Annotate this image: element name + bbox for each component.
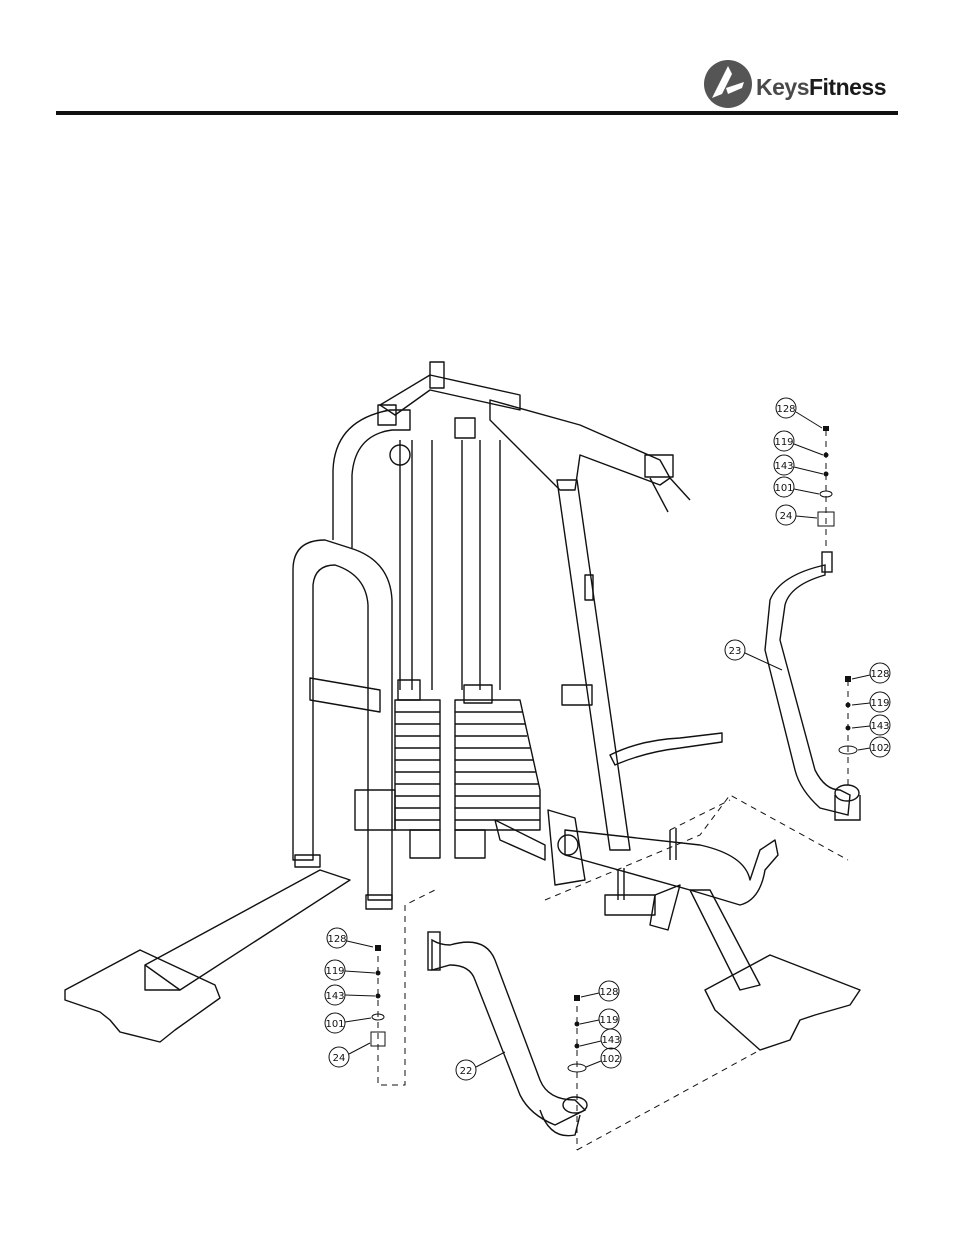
callout-left-119: 119 [325,960,375,980]
callout-left-143b: 143 [580,1029,621,1049]
seat-frame [495,820,545,860]
svg-text:22: 22 [460,1066,473,1077]
press-arm-23 [765,552,860,820]
svg-text:102: 102 [870,743,889,754]
brand-name: KeysFitness [756,74,886,101]
svg-text:102: 102 [601,1054,620,1065]
callout-left-143: 143 [325,985,375,1005]
pec-bar [610,733,722,765]
svg-text:143: 143 [870,721,889,732]
top-crossbar [380,375,520,415]
left-upright-frame [293,540,392,900]
callout-right-23: 23 [725,640,782,670]
callout-right-128b: 128 [852,663,890,683]
rear-arch-frame [333,410,410,548]
rear-leg [690,890,760,990]
brand-name-keys: Keys [756,74,809,100]
svg-text:101: 101 [325,1019,344,1030]
front-base-beam [145,870,350,990]
page-header: KeysFitness [0,0,954,130]
left-footplate [65,950,220,1042]
press-arm-22 [428,932,587,1136]
svg-text:143: 143 [325,991,344,1002]
callout-right-143b: 143 [852,715,890,735]
left-weight-stack [395,680,440,830]
header-rule [56,111,898,115]
callout-left-119b: 119 [580,1009,619,1029]
right-footplate [705,955,860,1050]
svg-text:128: 128 [327,934,346,945]
callout-left-22: 22 [456,1052,505,1080]
press-arm-top [490,400,670,490]
svg-text:23: 23 [729,646,742,657]
svg-text:24: 24 [780,511,793,522]
callout-left-128: 128 [327,928,373,948]
brand-logo: KeysFitness [702,58,902,114]
svg-text:143: 143 [601,1035,620,1046]
callout-left-101: 101 [325,1013,371,1033]
svg-text:119: 119 [870,698,889,709]
svg-text:24: 24 [333,1053,346,1064]
svg-text:128: 128 [870,669,889,680]
callout-right-24: 24 [776,505,817,525]
callout-right-128: 128 [776,398,822,428]
svg-text:128: 128 [776,404,795,415]
right-weight-stack [455,685,540,830]
callout-left-24: 24 [329,1043,370,1067]
keys-fitness-logo-icon [702,58,754,110]
callout-left-128b: 128 [581,981,619,1001]
lower-crossbar [565,830,778,905]
svg-text:119: 119 [325,966,344,977]
callout-right-119: 119 [774,431,823,455]
svg-text:119: 119 [599,1015,618,1026]
callout-right-102: 102 [858,737,890,757]
svg-text:128: 128 [599,987,618,998]
brand-name-fitness: Fitness [809,74,886,100]
exploded-assembly-diagram: 128 119 143 101 24 23 128 119 143 102 12… [0,340,954,1220]
callout-right-101: 101 [774,477,819,497]
main-column [557,480,630,850]
callout-right-119b: 119 [852,692,890,712]
callout-right-143: 143 [774,455,823,475]
svg-text:119: 119 [774,437,793,448]
callout-left-102: 102 [586,1048,621,1068]
svg-text:143: 143 [774,461,793,472]
svg-text:101: 101 [774,483,793,494]
